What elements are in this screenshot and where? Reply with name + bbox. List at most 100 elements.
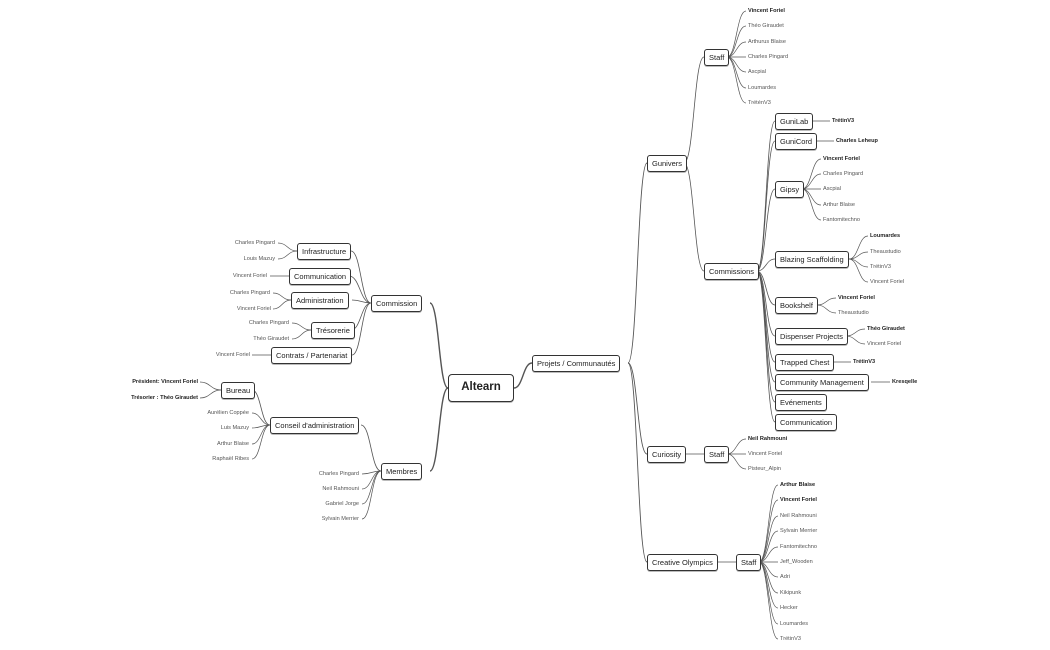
leaf-member: Fantomitechno: [823, 217, 861, 223]
connector-line: [361, 470, 382, 520]
connector-line: [758, 499, 779, 563]
node-tresorerie[interactable]: Trésorerie: [311, 322, 355, 339]
node-staff-creative[interactable]: Staff: [736, 554, 762, 571]
leaf-member: Kikipunk: [780, 590, 802, 596]
leaf-member: Vincent Foriel: [748, 451, 783, 457]
node-staff-curiosity[interactable]: Staff: [704, 446, 730, 463]
connector-line: [848, 251, 869, 260]
connector-line: [758, 515, 779, 563]
leaf-member: Aurélien Coppée: [207, 410, 249, 416]
node-gunivers[interactable]: Gunivers: [647, 155, 688, 172]
node-projets-communautes[interactable]: Projets / Communautés: [532, 355, 621, 372]
connector-line: [513, 362, 533, 389]
node-gunilab[interactable]: GuniLab: [775, 113, 814, 130]
leaf-member: Jeff_Wooden: [780, 559, 813, 565]
connector-line: [348, 275, 372, 304]
leaf-member: Loumardes: [780, 621, 808, 627]
root-node-altearn[interactable]: Altearn: [448, 374, 514, 402]
leaf-member: Neil Rahmouni: [780, 513, 817, 519]
leaf-member: Pisteur_Alpin: [748, 466, 781, 472]
leaf-member: Vincent Foriel: [236, 306, 271, 312]
connector-line: [726, 453, 747, 470]
leaf-member: Luis Mazuy: [220, 425, 249, 431]
connector-line: [351, 299, 372, 304]
leaf-member: Louis Mazuy: [243, 256, 275, 262]
connector-line: [272, 299, 292, 310]
connector-line: [758, 561, 779, 640]
leaf-member: Ascpial: [823, 186, 842, 192]
leaf-member: Charles Pingard: [318, 471, 359, 477]
leaf-member: Sylvain Merrier: [780, 528, 818, 534]
leaf-member: Charles Pingard: [823, 171, 864, 177]
connector-line: [845, 328, 866, 337]
connector-line: [816, 304, 837, 314]
leaf-member: Charles Pingard: [234, 240, 275, 246]
connector-line: [801, 188, 822, 206]
connector-line: [756, 270, 776, 423]
connector-line: [199, 389, 222, 399]
leaf-member: Charles Pingard: [248, 320, 289, 326]
node-blazing-scaffolding[interactable]: Blazing Scaffolding: [775, 251, 849, 268]
connector-line: [251, 412, 271, 426]
connector-line: [360, 424, 382, 472]
node-infrastructure[interactable]: Infrastructure: [297, 243, 352, 260]
leaf-member: Ascpial: [748, 69, 767, 75]
leaf-member: Président: Vincent Foriel: [132, 379, 198, 385]
connector-line: [801, 158, 822, 190]
leaf-member: Loumardes: [748, 85, 776, 91]
connector-line: [758, 546, 779, 563]
connector-line: [726, 56, 747, 104]
node-communication-left[interactable]: Communication: [289, 268, 352, 285]
leaf-member: Arthur Blaise: [216, 441, 249, 447]
connector-line: [272, 292, 292, 301]
leaf-member: Theaustudio: [838, 310, 869, 316]
connector-line: [758, 530, 779, 563]
leaf-member: TrétinV3: [780, 636, 801, 642]
node-curiosity[interactable]: Curiosity: [647, 446, 687, 463]
connector-line: [801, 173, 822, 190]
leaf-member: Vincent Foriel: [838, 295, 875, 301]
node-membres[interactable]: Membres: [381, 463, 423, 480]
leaf-member: TrétinV3: [870, 264, 891, 270]
node-community-management[interactable]: Community Management: [775, 374, 869, 391]
leaf-member: TrétinV3: [832, 118, 855, 124]
node-administration[interactable]: Administration: [291, 292, 349, 309]
node-conseil-administration[interactable]: Conseil d'administration: [270, 417, 360, 434]
leaf-member: Charles Pingard: [748, 54, 789, 60]
leaf-member: Théo Giraudet: [748, 23, 784, 29]
connector-line: [756, 120, 776, 272]
connector-line: [291, 322, 312, 331]
connector-line: [627, 162, 648, 364]
connector-line: [350, 250, 372, 304]
leaf-member: Theaustudio: [870, 249, 901, 255]
node-creative-olympics[interactable]: Creative Olympics: [647, 554, 718, 571]
node-staff-gunivers[interactable]: Staff: [704, 49, 730, 66]
connector-line: [351, 302, 372, 356]
node-gipsy[interactable]: Gipsy: [775, 181, 805, 198]
node-commission[interactable]: Commission: [371, 295, 423, 312]
leaf-member: Hecker: [780, 605, 798, 611]
node-gunicord[interactable]: GuniCord: [775, 133, 818, 150]
leaf-member: TrétinV3: [853, 359, 876, 365]
connector-line: [758, 484, 779, 563]
leaf-member: Gabriel Jorge: [325, 501, 359, 507]
node-communication-right[interactable]: Communication: [775, 414, 838, 431]
node-bureau[interactable]: Bureau: [221, 382, 256, 399]
connector-line: [801, 188, 822, 221]
leaf-member: Vincent Foriel: [232, 273, 267, 279]
leaf-member: Théo Giraudet: [867, 326, 905, 332]
connector-line: [361, 470, 382, 505]
connector-line: [627, 362, 648, 563]
connector-line: [816, 297, 837, 306]
node-commissions[interactable]: Commissions: [704, 263, 760, 280]
node-evenements[interactable]: Evénements: [775, 394, 827, 411]
node-bookshelf[interactable]: Bookshelf: [775, 297, 818, 314]
node-dispenser-projects[interactable]: Dispenser Projects: [775, 328, 848, 345]
node-contrats-partenariat[interactable]: Contrats / Partenariat: [271, 347, 353, 364]
connector-line: [251, 424, 271, 460]
leaf-member: Charles Leheup: [836, 138, 878, 144]
leaf-member: Théo Giraudet: [253, 336, 289, 342]
node-trapped-chest[interactable]: Trapped Chest: [775, 354, 835, 371]
leaf-member: Raphaël Ribes: [212, 456, 249, 462]
